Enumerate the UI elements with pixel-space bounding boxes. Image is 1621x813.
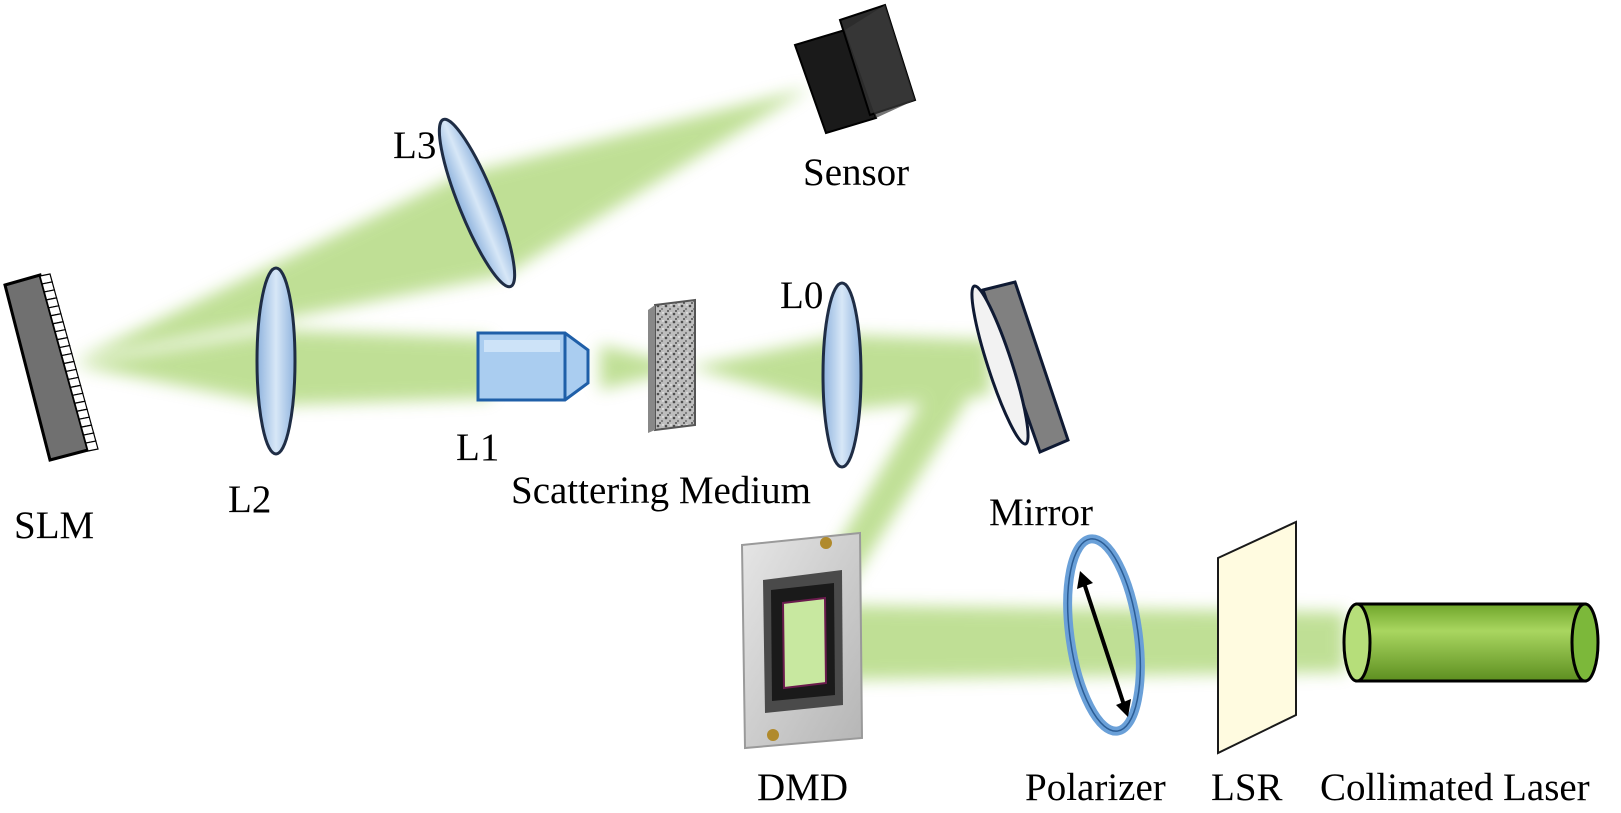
label-mirror: Mirror xyxy=(989,491,1093,534)
label-l2: L2 xyxy=(228,478,271,521)
lens-l2 xyxy=(255,266,297,456)
lens-l0 xyxy=(821,281,863,469)
label-polarizer: Polarizer xyxy=(1025,766,1166,809)
beam-l0-to-medium xyxy=(690,335,845,410)
beam-slm-to-l3 xyxy=(75,175,505,360)
beam-laser-to-dmd xyxy=(815,605,1345,680)
label-slm: SLM xyxy=(14,504,94,547)
label-scattering-medium: Scattering Medium xyxy=(511,469,811,512)
lens-l3 xyxy=(437,117,517,289)
lsr-screen xyxy=(1217,520,1297,755)
label-l1: L1 xyxy=(456,426,499,469)
beam-l3-to-sensor xyxy=(460,88,810,275)
beam-objective-to-l2 xyxy=(280,330,490,405)
scattering-medium xyxy=(648,298,696,433)
mirror xyxy=(970,280,1070,455)
sensor-camera xyxy=(793,3,917,135)
label-lsr: LSR xyxy=(1211,766,1283,809)
beam-mirror-to-l0 xyxy=(845,335,990,410)
label-collimated-laser: Collimated Laser xyxy=(1320,766,1590,809)
label-dmd: DMD xyxy=(757,766,848,809)
polarization-axis-arrow xyxy=(1082,582,1126,706)
slm-pixel xyxy=(85,440,99,452)
beam-medium-to-objective xyxy=(600,345,690,390)
label-sensor: Sensor xyxy=(803,151,909,194)
label-l0: L0 xyxy=(780,274,823,317)
beam-l2-to-slm xyxy=(75,330,280,405)
dmd xyxy=(740,531,864,750)
polarizer xyxy=(1063,534,1145,736)
collimated-laser xyxy=(1342,602,1600,683)
slm-pixel-strip xyxy=(39,273,99,452)
objective-l1 xyxy=(476,331,590,402)
label-l3: L3 xyxy=(393,124,436,167)
slm xyxy=(3,273,99,462)
